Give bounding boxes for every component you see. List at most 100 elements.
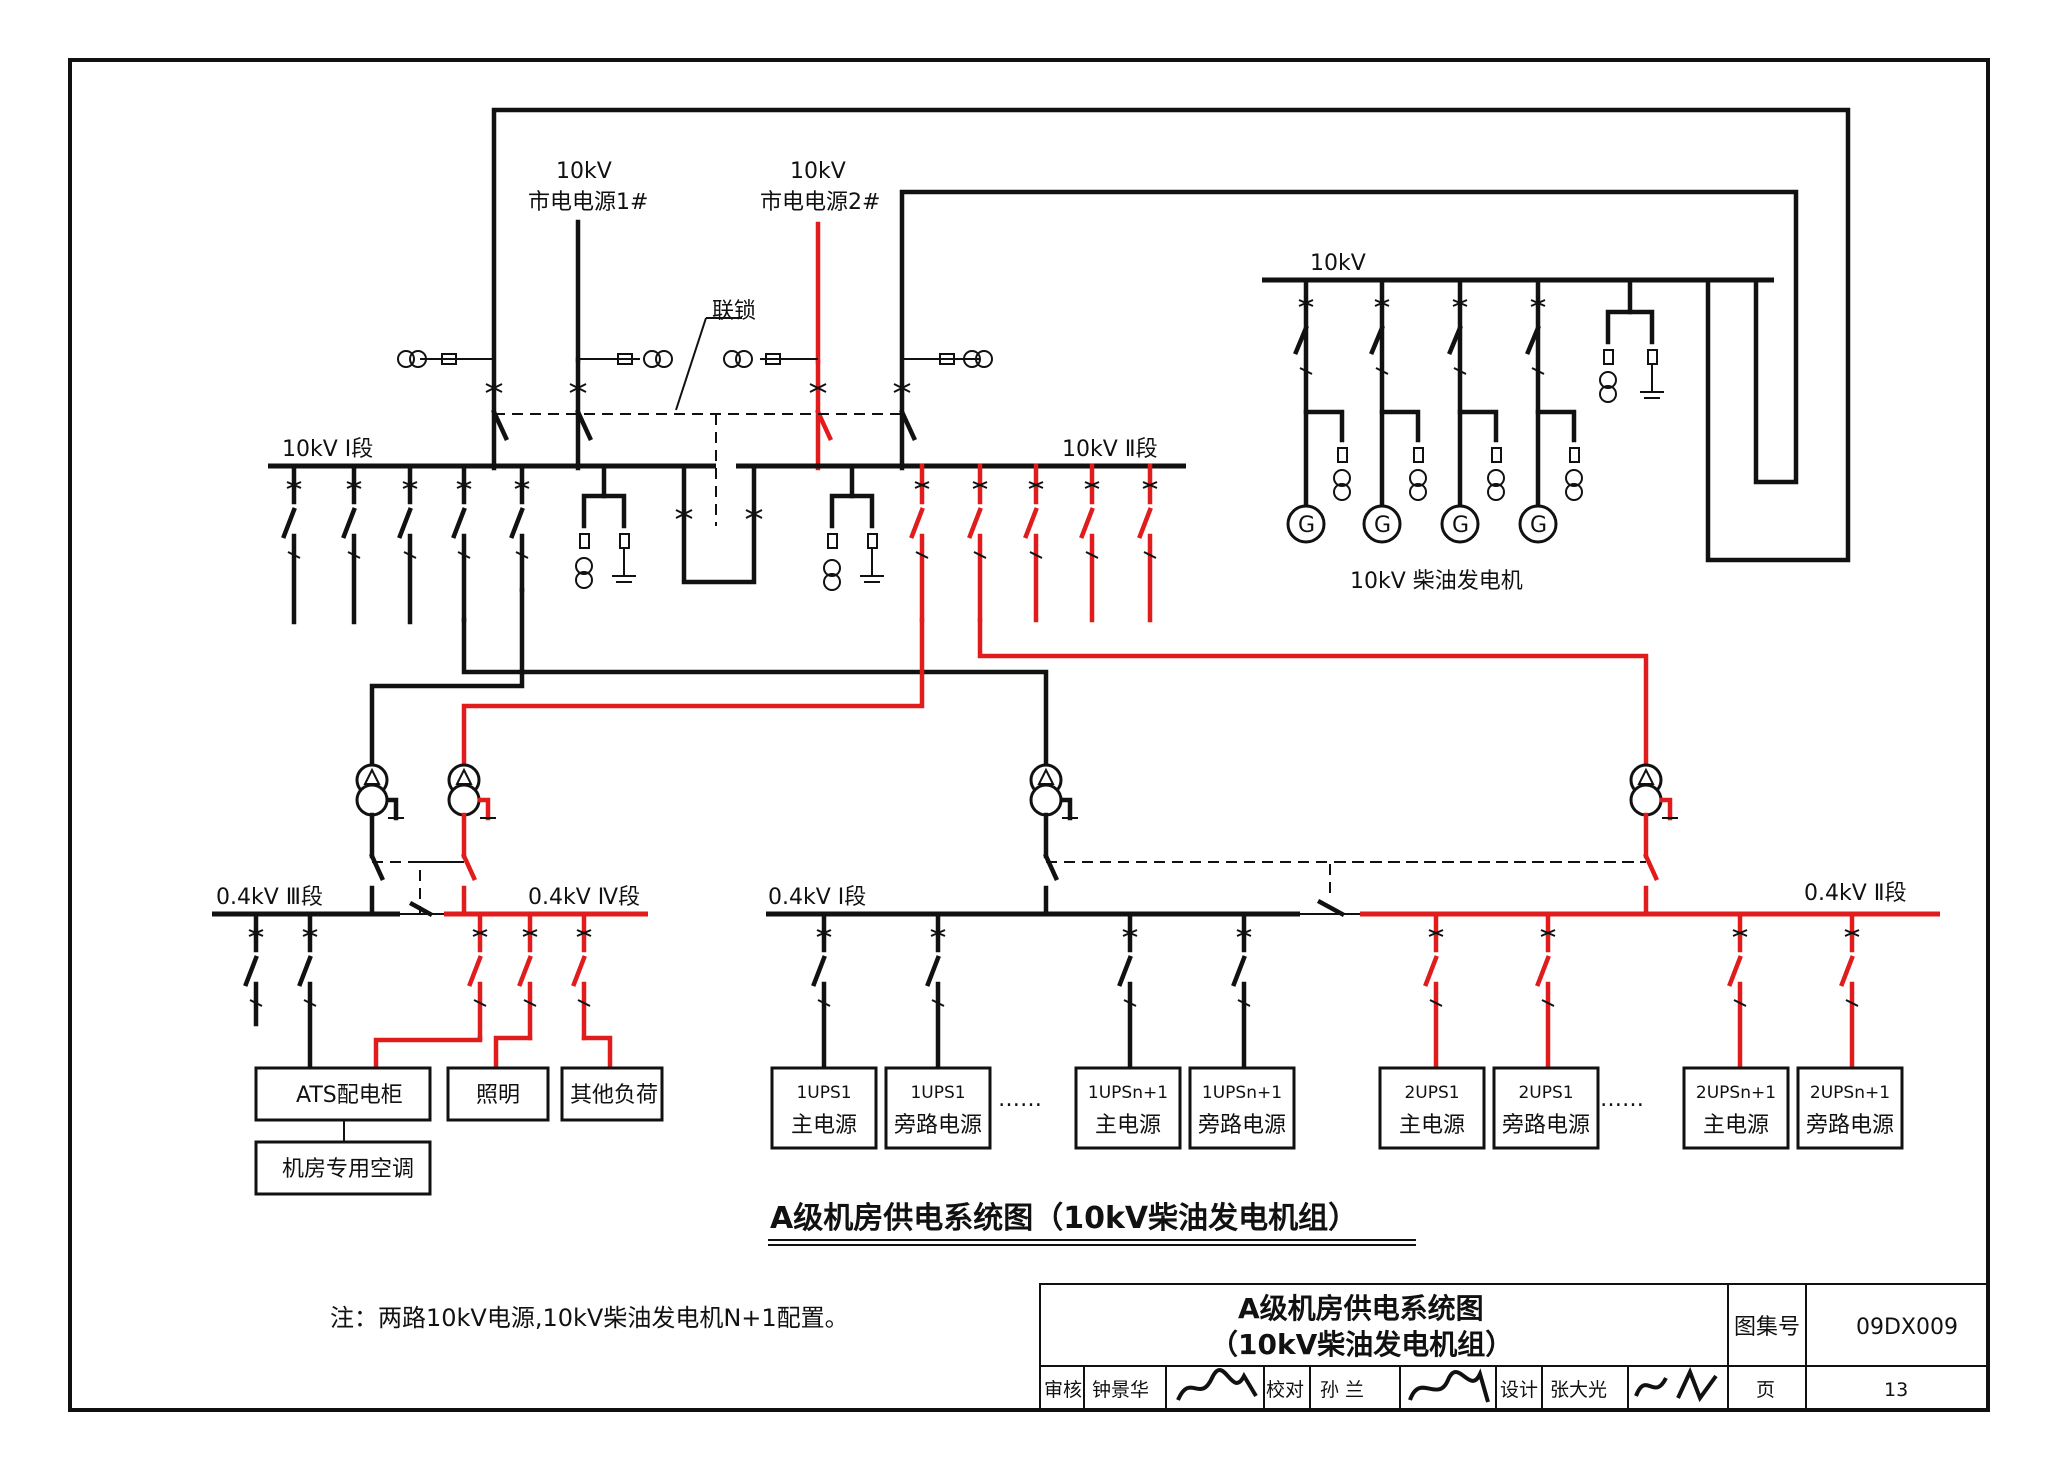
designer-name: 张大光 bbox=[1550, 1379, 1607, 1401]
ups-box: 1UPSn+1 主电源 bbox=[1074, 1066, 1182, 1150]
designer-signature bbox=[1634, 1366, 1718, 1403]
lv-bus-tie-right bbox=[1300, 898, 1360, 918]
ups-box-id: 2UPS1 bbox=[1404, 1083, 1459, 1103]
reviewer-signature bbox=[1176, 1368, 1258, 1401]
ups-box-type: 旁路电源 bbox=[1198, 1113, 1286, 1138]
source1-breaker bbox=[569, 383, 593, 441]
title-block-title-2: （10kV柴油发电机组） bbox=[1210, 1328, 1513, 1361]
atlas-label: 图集号 bbox=[1734, 1315, 1800, 1340]
generator-unit: G bbox=[1440, 277, 1505, 544]
title-block: A级机房供电系统图 （10kV柴油发电机组） 图集号 09DX009 审核 钟景… bbox=[1039, 1283, 1989, 1411]
lv-interlock-right bbox=[1046, 861, 1646, 900]
ups-box-type: 旁路电源 bbox=[894, 1113, 982, 1138]
generator-unit: G bbox=[1518, 277, 1583, 544]
source2-name: 市电电源2# bbox=[760, 190, 880, 215]
bus-04kv-4-label: 0.4kV Ⅳ段 bbox=[528, 885, 640, 910]
generator-symbol: G bbox=[1298, 513, 1315, 538]
transformer bbox=[1029, 763, 1078, 917]
lv-feeder bbox=[811, 911, 832, 1071]
lv-feeder bbox=[1839, 911, 1860, 1071]
bus-10kv-1-label: 10kV Ⅰ段 bbox=[282, 437, 373, 462]
generator-unit: G bbox=[1286, 277, 1351, 544]
interlock-linkage: 联锁 bbox=[494, 299, 902, 526]
load-hvac-label: 机房专用空调 bbox=[282, 1157, 414, 1182]
ups-box-type: 主电源 bbox=[1095, 1113, 1161, 1138]
lv-bus-tie-left bbox=[400, 900, 444, 918]
feeder-10kv-2 bbox=[909, 463, 930, 623]
lv-feeder bbox=[243, 911, 264, 1027]
generator-circle bbox=[1362, 504, 1402, 544]
interlock-label: 联锁 bbox=[712, 299, 756, 324]
bus-04kv-2-label: 0.4kV Ⅱ段 bbox=[1804, 881, 1907, 906]
source-1: 10kV 市电电源1# bbox=[528, 159, 673, 471]
ups-box: 2UPS1 主电源 bbox=[1378, 1066, 1486, 1150]
bus-10kv-coupler bbox=[675, 463, 763, 585]
ats-red-supply bbox=[373, 1035, 483, 1071]
lv-feeder bbox=[467, 911, 488, 1041]
lv-feeder bbox=[1727, 911, 1748, 1071]
source1-voltage: 10kV bbox=[556, 159, 612, 184]
lv-feeder bbox=[1231, 911, 1252, 1071]
other-supply bbox=[581, 1035, 613, 1071]
ups-box-type: 主电源 bbox=[1703, 1113, 1769, 1138]
feeder-10kv-1 bbox=[451, 463, 472, 623]
transformer bbox=[447, 763, 496, 917]
ups-box: 1UPS1 旁路电源 bbox=[884, 1066, 992, 1150]
ups-box-type: 主电源 bbox=[1399, 1113, 1465, 1138]
generator-circle bbox=[1286, 504, 1326, 544]
lv-feeder bbox=[297, 911, 318, 1071]
ups-box-type: 旁路电源 bbox=[1502, 1113, 1590, 1138]
feeder-10kv-2 bbox=[967, 463, 988, 623]
sheet-border bbox=[68, 58, 1990, 1412]
load-lighting-label: 照明 bbox=[476, 1083, 520, 1108]
ellipsis-2: …… bbox=[1600, 1087, 1644, 1112]
generator-circle bbox=[1440, 504, 1480, 544]
generator-unit: G bbox=[1362, 277, 1427, 544]
feeder-10kv-2 bbox=[1023, 463, 1044, 623]
feeders-10kv-section-2 bbox=[909, 463, 1158, 623]
feeder-10kv-1 bbox=[397, 463, 418, 625]
feeder-10kv-1 bbox=[341, 463, 362, 625]
lv-feeder bbox=[925, 911, 946, 1071]
checker-signature bbox=[1408, 1368, 1490, 1403]
transformer bbox=[355, 763, 404, 917]
load-hvac: 机房专用空调 bbox=[254, 1140, 432, 1196]
ups-box-id: 2UPSn+1 bbox=[1810, 1083, 1890, 1103]
load-ats-label: ATS配电柜 bbox=[296, 1083, 403, 1108]
load-other-label: 其他负荷 bbox=[570, 1083, 658, 1108]
source1-name: 市电电源1# bbox=[528, 190, 648, 215]
generator-circle bbox=[1518, 504, 1558, 544]
source2-voltage: 10kV bbox=[790, 159, 846, 184]
load-other: 其他负荷 bbox=[560, 1066, 664, 1122]
feeder-10kv-2 bbox=[1137, 463, 1158, 623]
ups-box-id: 1UPSn+1 bbox=[1088, 1083, 1168, 1103]
feeders-10kv-section-1 bbox=[281, 463, 530, 625]
check-label: 校对 bbox=[1266, 1379, 1304, 1401]
ups-box: 2UPS1 旁路电源 bbox=[1492, 1066, 1600, 1150]
checker-name: 孙 兰 bbox=[1320, 1379, 1364, 1401]
ups-box-id: 1UPS1 bbox=[796, 1083, 851, 1103]
bus-04kv-3-label: 0.4kV Ⅲ段 bbox=[216, 885, 323, 910]
pt-cabinet-section-2 bbox=[823, 463, 884, 591]
ups-boxes: 1UPS1主电源1UPS1旁路电源1UPSn+1主电源1UPSn+1旁路电源2U… bbox=[770, 1066, 1904, 1150]
ellipsis-1: …… bbox=[998, 1087, 1042, 1112]
load-ats: ATS配电柜 bbox=[254, 1066, 432, 1122]
lv-feeder bbox=[1423, 911, 1444, 1071]
page-number: 13 bbox=[1884, 1379, 1908, 1401]
ups-box-id: 1UPS1 bbox=[910, 1083, 965, 1103]
generator-symbol: G bbox=[1452, 513, 1469, 538]
generator-feeder-right bbox=[893, 189, 1799, 485]
transformers bbox=[355, 763, 1678, 917]
diagram-note: 注：两路10kV电源,10kV柴油发电机N+1配置。 bbox=[330, 1304, 849, 1332]
page-label: 页 bbox=[1756, 1379, 1775, 1401]
generator-bus-label: 10kV bbox=[1310, 251, 1366, 276]
ups-box-id: 2UPS1 bbox=[1518, 1083, 1573, 1103]
feeder-10kv-2 bbox=[1079, 463, 1100, 623]
lv-feeder bbox=[1535, 911, 1556, 1071]
transformer bbox=[1629, 763, 1678, 917]
ups-box-type: 主电源 bbox=[791, 1113, 857, 1138]
atlas-number: 09DX009 bbox=[1856, 1315, 1958, 1340]
load-lighting: 照明 bbox=[446, 1066, 550, 1122]
